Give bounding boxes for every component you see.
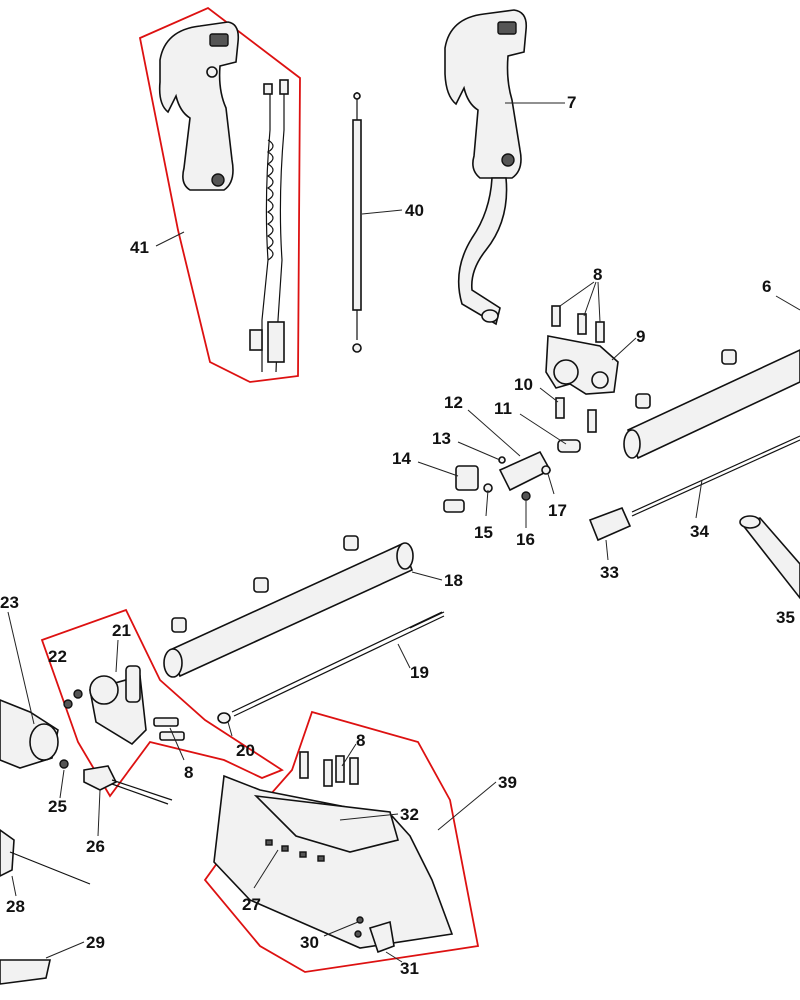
callout-6: 6: [762, 277, 771, 296]
connector-12: [443, 439, 581, 513]
callout-22: 22: [48, 647, 67, 666]
callout-10: 10: [514, 375, 533, 394]
callout-15: 15: [474, 523, 493, 542]
drive-shaft-34: [631, 435, 800, 517]
callout-35: 35: [776, 608, 795, 627]
tube-18: [163, 535, 414, 678]
callout-29: 29: [86, 933, 105, 952]
shaft-tube-6: [623, 349, 800, 460]
guard-39: [213, 751, 454, 954]
callout-8-top: 8: [593, 265, 602, 284]
washer-20: [217, 712, 231, 724]
clamp-9: [545, 305, 619, 433]
callout-23: 23: [0, 593, 19, 612]
callout-31: 31: [400, 959, 419, 978]
callout-21: 21: [112, 621, 131, 640]
gearhead-23: [0, 699, 69, 769]
tube-35: [739, 515, 800, 600]
callout-26: 26: [86, 837, 105, 856]
callout-32: 32: [400, 805, 419, 824]
callout-11: 11: [494, 399, 512, 418]
throttle-cable-40: [352, 92, 362, 353]
callout-27: 27: [242, 895, 261, 914]
bracket-26: [83, 765, 173, 805]
callout-20: 20: [236, 741, 255, 760]
leader-lines: [7, 102, 800, 963]
callout-28: 28: [6, 897, 25, 916]
cable-harness-41: [249, 79, 289, 373]
callout-18: 18: [444, 571, 463, 590]
callout-8-bottom: 8: [356, 731, 365, 750]
callout-25: 25: [48, 797, 67, 816]
callout-7: 7: [567, 93, 576, 112]
sleeve-33: [588, 506, 632, 542]
callout-8-mid: 8: [184, 763, 193, 782]
group-41-outline: [138, 6, 301, 383]
callout-41: 41: [130, 238, 149, 257]
callout-33: 33: [600, 563, 619, 582]
bracket-21: [63, 665, 185, 746]
callout-16: 16: [516, 530, 535, 549]
guard-28-29: [0, 829, 91, 985]
callout-40: 40: [405, 201, 424, 220]
callout-34: 34: [690, 522, 709, 541]
callout-13: 13: [432, 429, 451, 448]
drive-shaft-19: [231, 611, 445, 717]
callout-9: 9: [636, 327, 645, 346]
callout-14: 14: [392, 449, 411, 468]
callout-19: 19: [410, 663, 429, 682]
callout-30: 30: [300, 933, 319, 952]
callout-17: 17: [548, 501, 567, 520]
handle-41: [158, 21, 240, 191]
callout-39: 39: [498, 773, 517, 792]
callout-12: 12: [444, 393, 463, 412]
callout-labels: 41 40 7 8 9 6 10 12 11 13 14 15 16 17 33…: [0, 93, 795, 978]
handle-7: [444, 9, 528, 326]
